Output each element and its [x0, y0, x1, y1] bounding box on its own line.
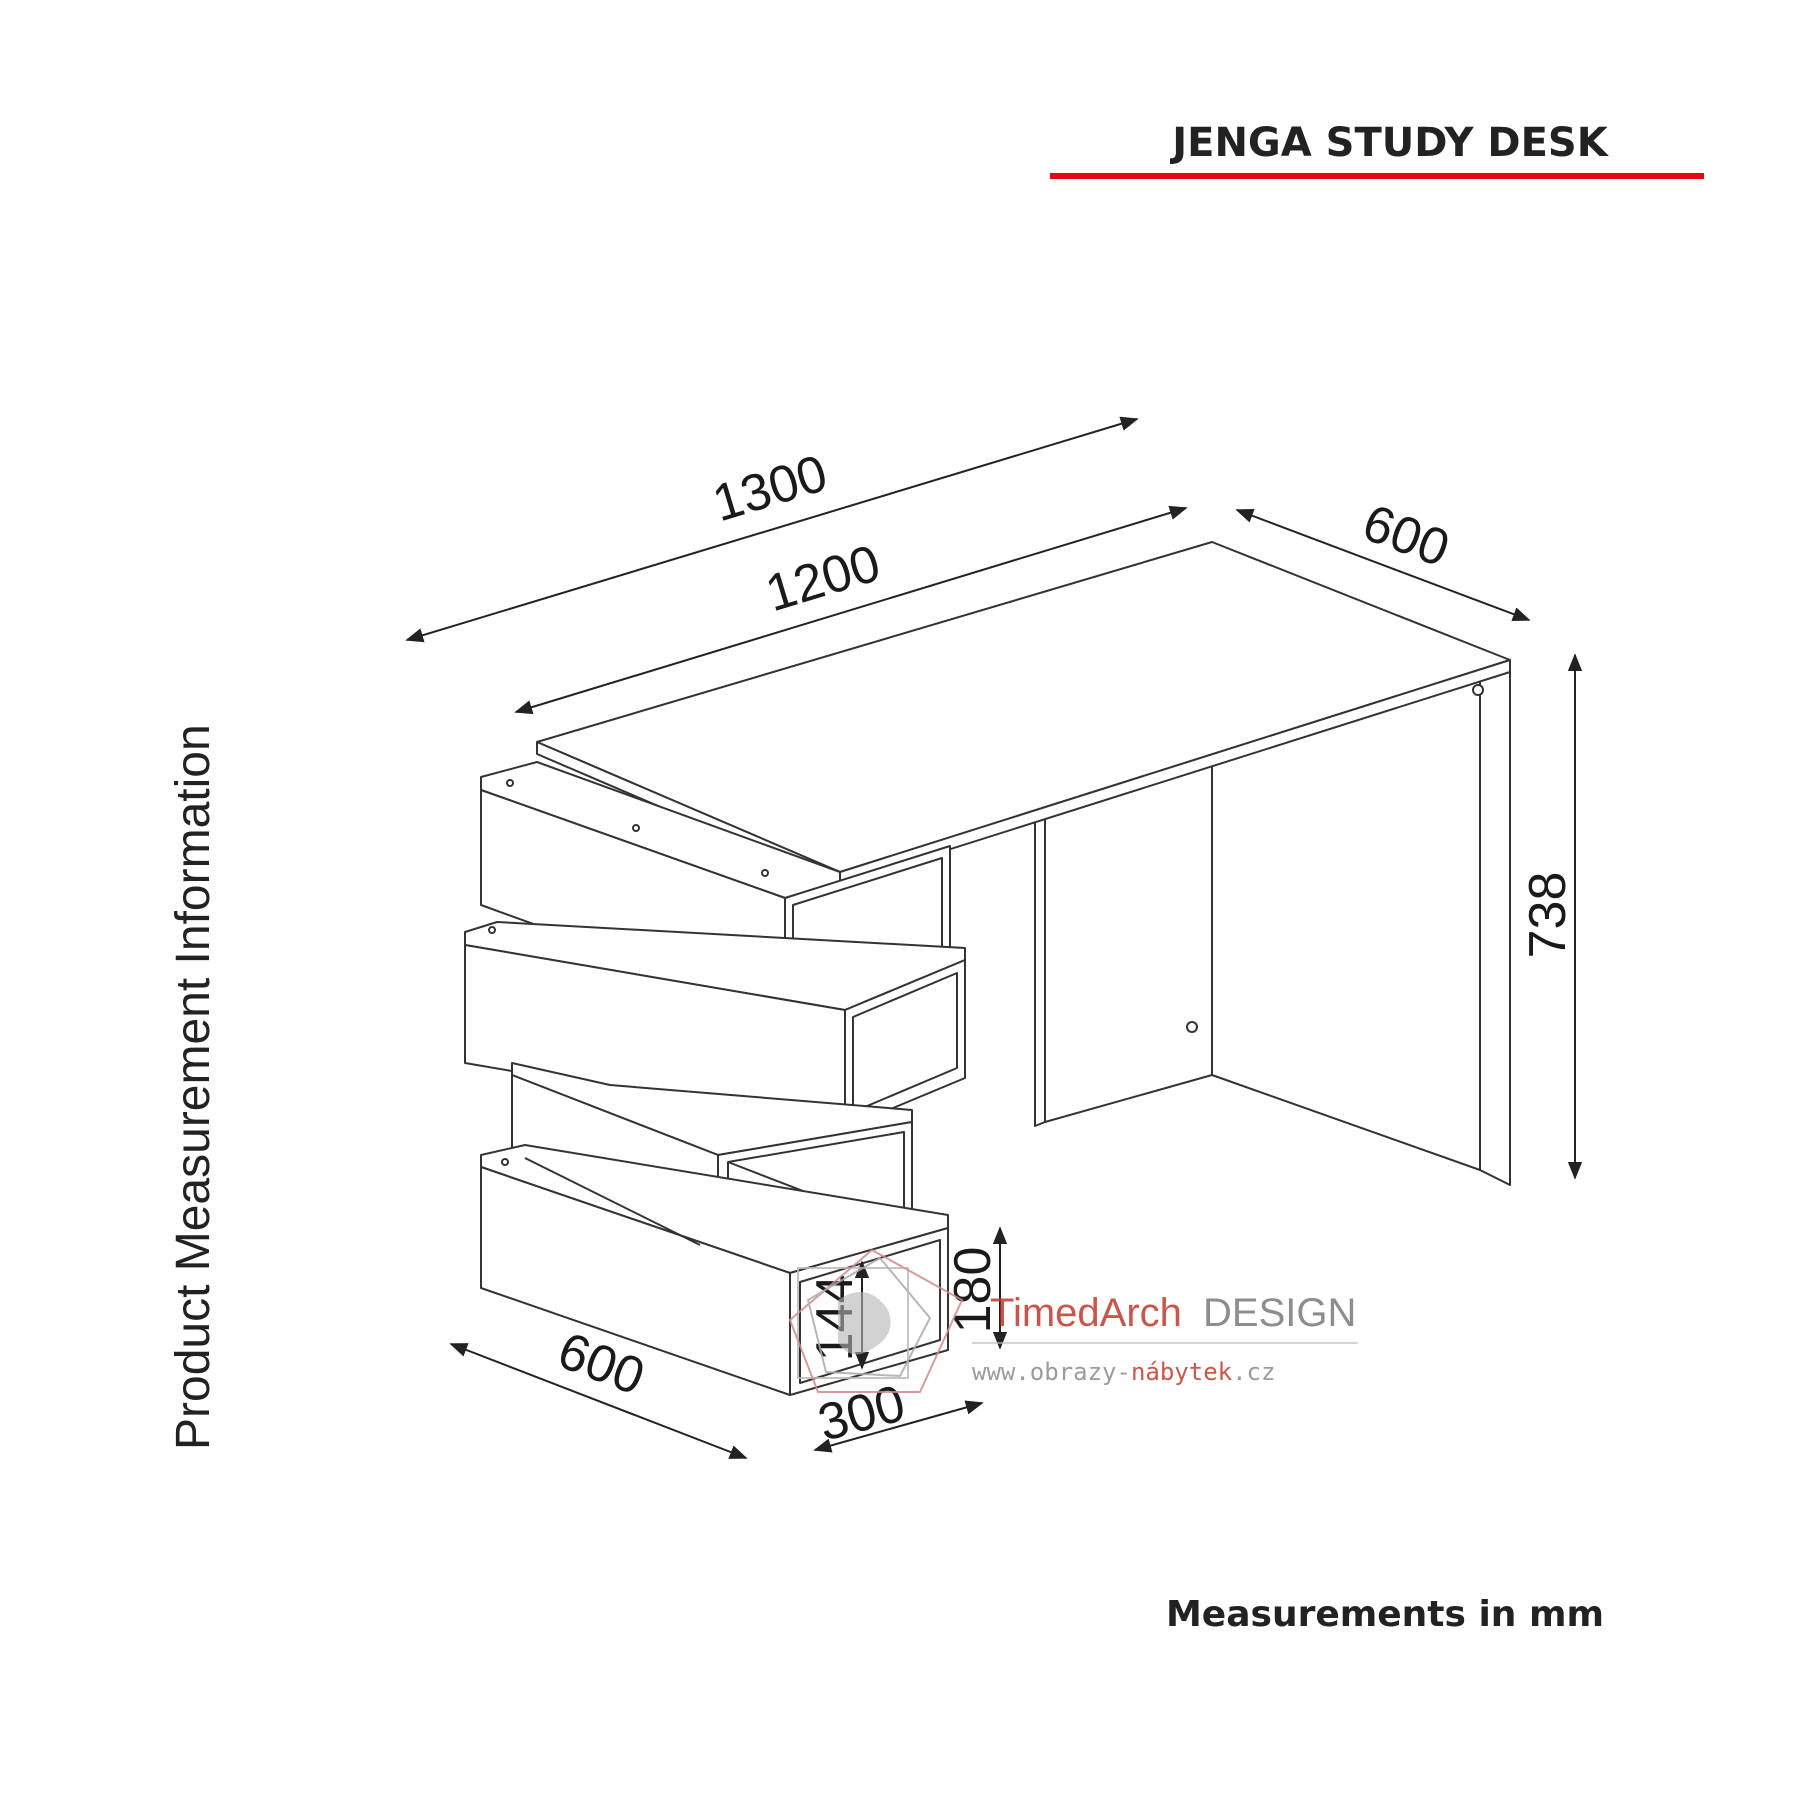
middle-panel — [1034, 809, 1046, 1127]
box-4-diagonal — [524, 1157, 701, 1246]
dim-line-600-top — [1235, 508, 1531, 622]
watermark-brand: TimedArch DESIGN — [990, 1291, 1356, 1335]
cam-lock-icon — [632, 824, 640, 832]
cam-lock-icon — [1186, 1021, 1198, 1033]
dim-738: 738 — [1519, 872, 1577, 959]
cam-lock-icon — [761, 869, 769, 877]
cam-lock-icon — [488, 926, 496, 934]
box-2-opening — [852, 972, 958, 1113]
dimension-lines — [405, 416, 1583, 1459]
side-label: Product Measurement Information — [167, 724, 220, 1450]
cam-lock-icon — [506, 779, 514, 787]
watermark-logo-icon — [788, 1248, 964, 1393]
cam-lock-icon — [501, 1158, 509, 1166]
dim-1200: 1200 — [759, 534, 887, 623]
watermark-brand-a: TimedArch — [990, 1291, 1182, 1335]
cam-lock-icon — [1472, 684, 1484, 696]
watermark-url-b: nábytek — [1131, 1358, 1233, 1386]
watermark-brand-b: DESIGN — [1203, 1291, 1356, 1335]
watermark-url: www.obrazy-nábytek.cz — [972, 1358, 1275, 1386]
dim-300: 300 — [812, 1374, 911, 1452]
watermark: TimedArch DESIGN www.obrazy-nábytek.cz — [788, 1248, 1358, 1393]
page-title: JENGA STUDY DESK — [1169, 120, 1609, 166]
watermark-url-a: www.obrazy- — [972, 1358, 1131, 1386]
units-note: Measurements in mm — [1166, 1594, 1604, 1635]
dim-600-top: 600 — [1355, 494, 1457, 579]
dim-line-300 — [813, 1400, 984, 1453]
desk-drawing — [464, 541, 1511, 1396]
dim-line-600-bottom — [449, 1343, 748, 1459]
middle-panel-face — [1044, 759, 1213, 1123]
right-side-panel — [1479, 649, 1511, 1186]
dim-1300: 1300 — [706, 444, 834, 533]
watermark-url-c: .cz — [1232, 1358, 1275, 1386]
dim-line-1200 — [514, 505, 1188, 715]
